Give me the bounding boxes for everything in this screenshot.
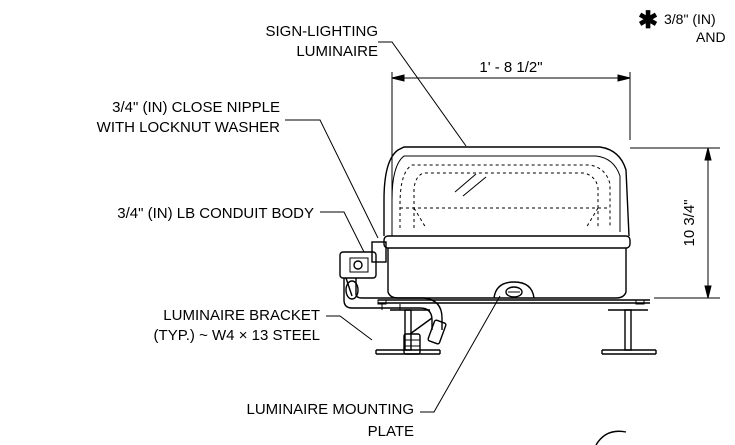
close-nipple-label-2: WITH LOCKNUT WASHER xyxy=(97,119,281,136)
bracket-label-1: LUMINAIRE BRACKET xyxy=(163,307,320,324)
lb-conduit-label: 3/4" (IN) LB CONDUIT BODY xyxy=(117,205,314,222)
sign-lighting-label-2: LUMINAIRE xyxy=(296,43,378,60)
lb-conduit-assembly xyxy=(339,241,447,355)
height-dimension-label: 10 3/4" xyxy=(681,199,698,246)
close-nipple-label-1: 3/4" (IN) CLOSE NIPPLE xyxy=(112,99,280,116)
width-dimension xyxy=(391,72,631,236)
leader-lines xyxy=(285,41,501,413)
sign-lighting-label-1: SIGN-LIGHTING xyxy=(265,23,378,40)
height-dimension xyxy=(630,147,720,299)
partial-circle-mark xyxy=(595,430,627,445)
note-text-1: 3/8" (IN) xyxy=(664,11,716,27)
mounting-plate-label-2: PLATE xyxy=(368,423,414,440)
luminaire-bracket-right xyxy=(601,299,657,355)
luminaire-bracket-left xyxy=(375,299,441,355)
mounting-plate-label-1: LUMINAIRE MOUNTING xyxy=(246,401,414,418)
note-text-2: AND xyxy=(696,29,726,45)
bracket-label-2: (TYP.) ~ W4 × 13 STEEL xyxy=(154,327,320,344)
note-star-icon: ✱ xyxy=(638,7,658,34)
width-dimension-label: 1' - 8 1/2" xyxy=(479,59,542,76)
sign-lighting-luminaire xyxy=(378,146,650,304)
